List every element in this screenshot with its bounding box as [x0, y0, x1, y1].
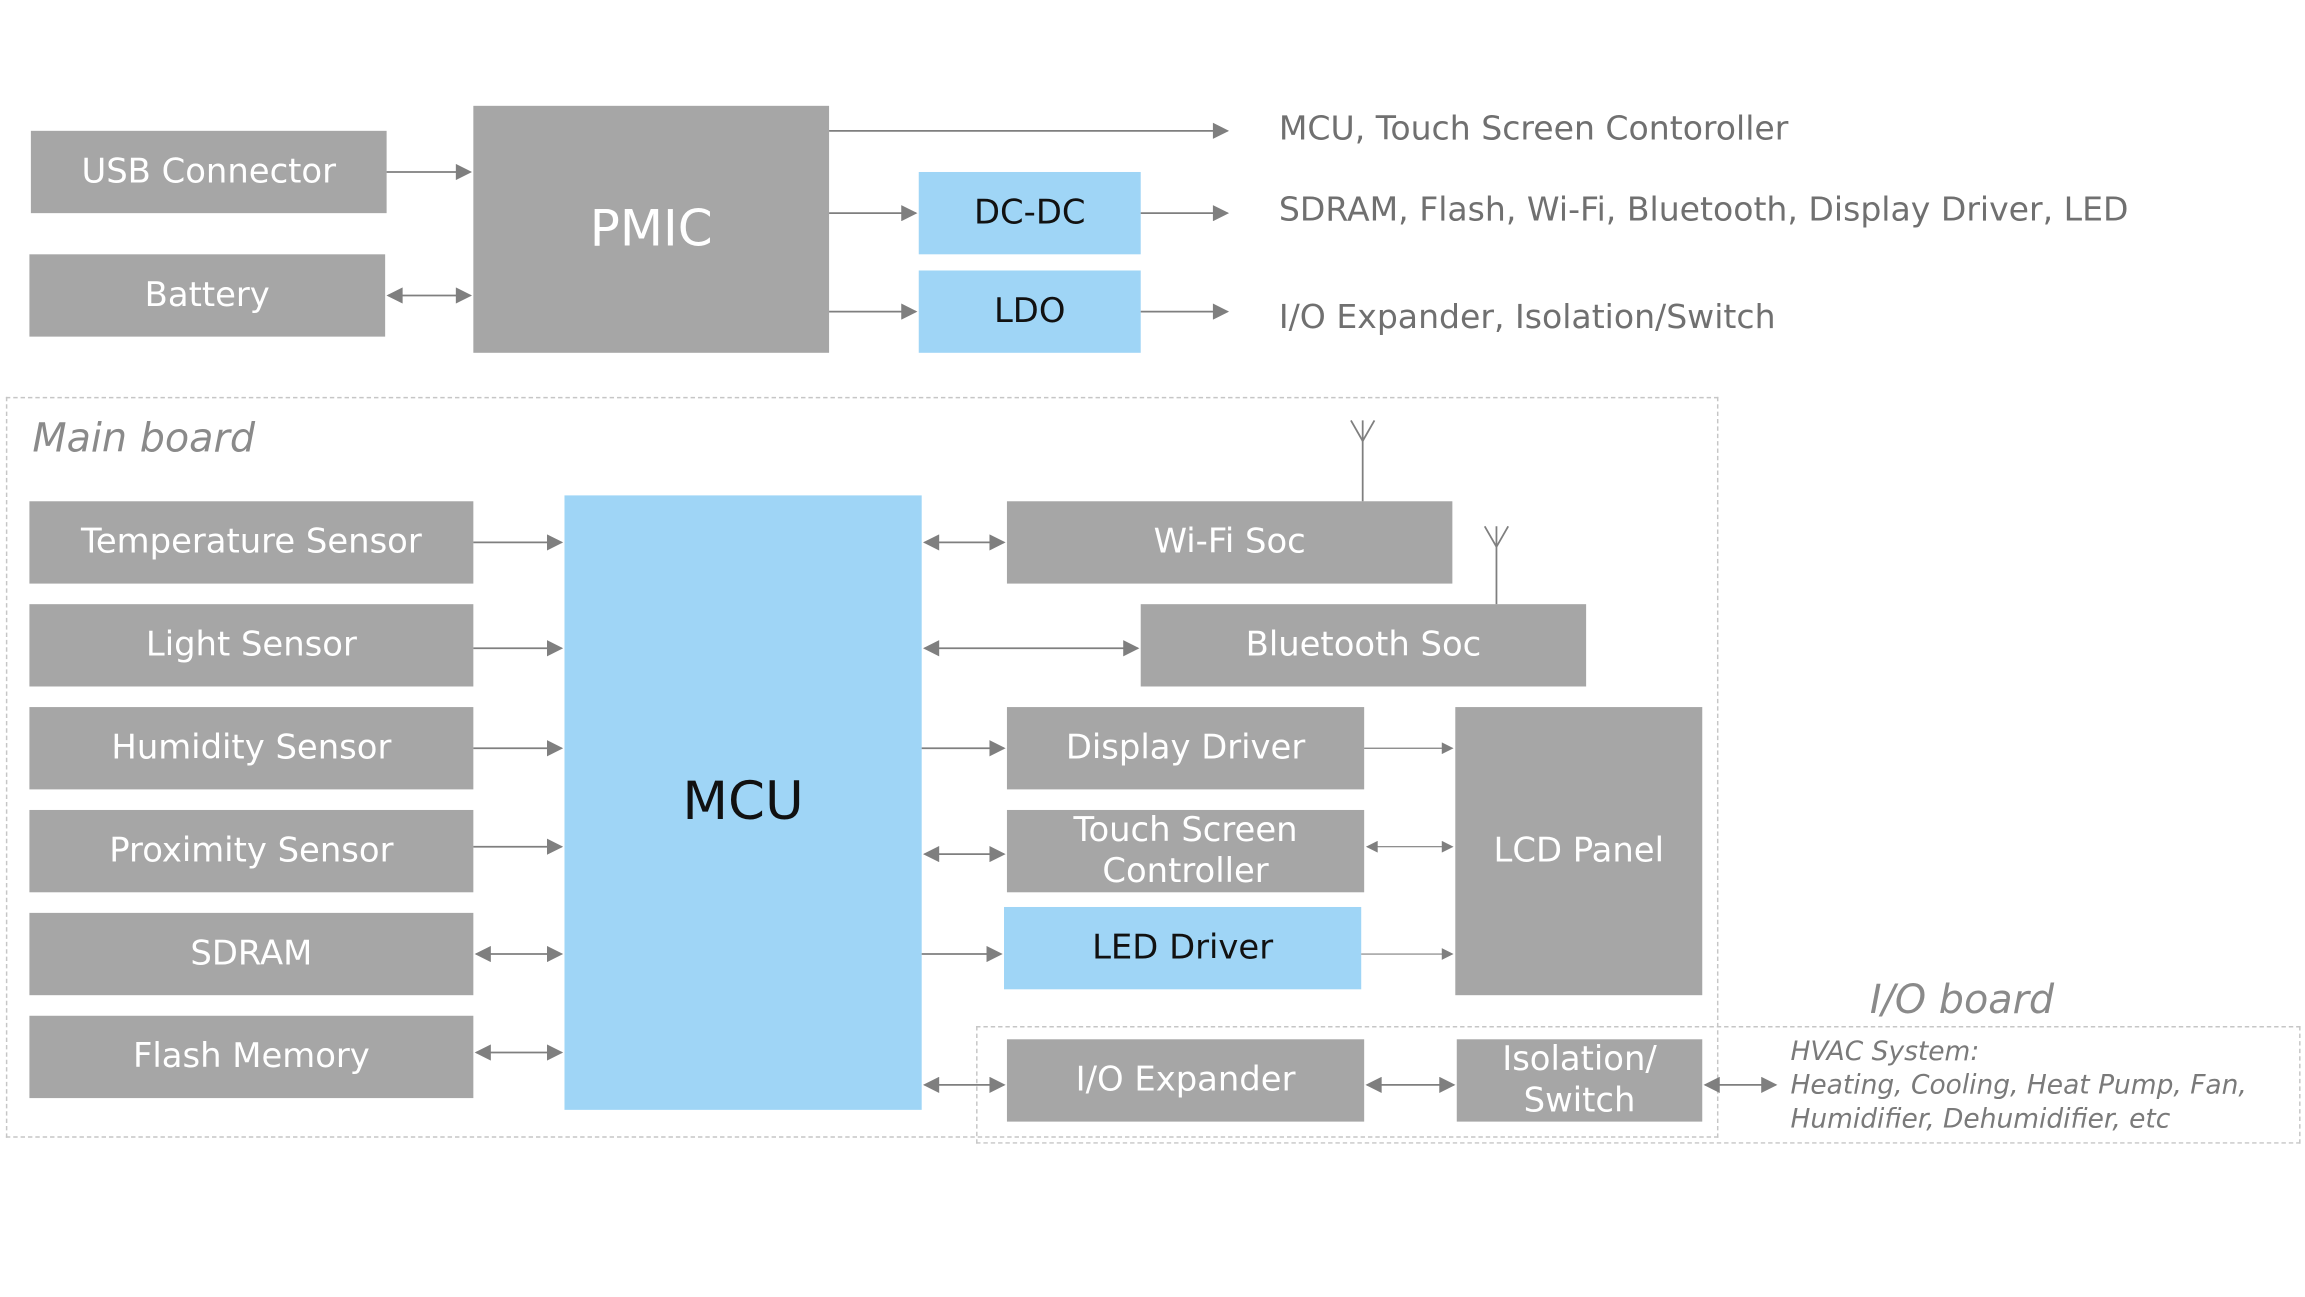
sdram-label: SDRAM [190, 934, 313, 974]
touch-screen-label-line1: Touch Screen [1073, 811, 1298, 850]
temperature-sensor-label: Temperature Sensor [80, 523, 422, 562]
humidity-sensor-label: Humidity Sensor [111, 729, 392, 768]
display-driver-block: Display Driver [1006, 707, 1365, 790]
touch-screen-label-line2: Controller [1102, 852, 1269, 891]
dcdc-label: DC-DC [973, 194, 1086, 233]
usb-connector-label: USB Connector [81, 152, 337, 192]
light-sensor-block: Light Sensor [29, 604, 474, 687]
touch-screen-controller-block: Touch Screen Controller [1006, 809, 1365, 893]
hvac-system-text: HVAC System: Heating, Cooling, Heat Pump… [1790, 1035, 2246, 1136]
sdram-block: SDRAM [29, 912, 474, 996]
light-sensor-label: Light Sensor [145, 626, 357, 665]
proximity-sensor-label: Proximity Sensor [109, 832, 394, 871]
rail-mcu-label: MCU, Touch Screen Contoroller [1278, 110, 1789, 149]
bluetooth-soc-block: Bluetooth Soc [1140, 604, 1587, 687]
mcu-label: MCU [682, 771, 804, 833]
mcu-block: MCU [564, 495, 922, 1110]
main-board-frame [5, 396, 1719, 1138]
isolation-switch-block: Isolation/ Switch [1456, 1039, 1703, 1122]
bluetooth-soc-label: Bluetooth Soc [1245, 626, 1482, 665]
battery-block: Battery [29, 254, 386, 337]
ldo-block: LDO [918, 270, 1141, 353]
pmic-block: PMIC [473, 105, 830, 353]
hvac-line1: HVAC System: [1790, 1036, 1980, 1068]
rail-dcdc-label: SDRAM, Flash, Wi-Fi, Bluetooth, Display … [1278, 191, 2129, 230]
led-driver-label: LED Driver [1092, 929, 1274, 968]
wifi-soc-label: Wi-Fi Soc [1153, 523, 1306, 562]
flash-memory-block: Flash Memory [29, 1015, 474, 1099]
temperature-sensor-block: Temperature Sensor [29, 501, 474, 584]
usb-connector-block: USB Connector [30, 130, 387, 214]
flash-memory-label: Flash Memory [132, 1037, 370, 1077]
ldo-label: LDO [993, 292, 1066, 331]
led-driver-block: LED Driver [1004, 906, 1362, 990]
io-expander-block: I/O Expander [1006, 1039, 1365, 1122]
lcd-panel-block: LCD Panel [1455, 707, 1703, 996]
main-board-label: Main board [32, 416, 256, 462]
humidity-sensor-block: Humidity Sensor [29, 707, 474, 790]
dcdc-block: DC-DC [918, 171, 1141, 255]
io-expander-label: I/O Expander [1075, 1061, 1296, 1100]
pmic-label: PMIC [589, 199, 713, 259]
display-driver-label: Display Driver [1065, 729, 1306, 768]
wifi-antenna-icon [1350, 419, 1376, 502]
lcd-panel-label: LCD Panel [1493, 832, 1664, 871]
hvac-line2: Heating, Cooling, Heat Pump, Fan, [1790, 1070, 2247, 1102]
bluetooth-antenna-icon [1483, 525, 1509, 605]
proximity-sensor-block: Proximity Sensor [29, 809, 474, 893]
io-board-label: I/O board [1869, 977, 2055, 1024]
isolation-label-line1: Isolation/ [1502, 1040, 1657, 1079]
hvac-line3: Humidifier, Dehumidifier, etc [1790, 1103, 2171, 1135]
rail-ldo-label: I/O Expander, Isolation/Switch [1278, 298, 1776, 337]
wifi-soc-block: Wi-Fi Soc [1006, 501, 1453, 584]
isolation-label-line2: Switch [1523, 1081, 1636, 1121]
battery-label: Battery [144, 276, 270, 315]
